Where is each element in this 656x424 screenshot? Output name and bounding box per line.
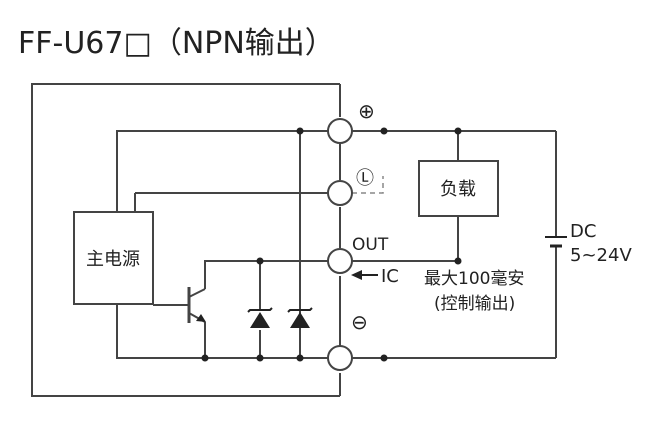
load-label: 负载 [440, 179, 476, 200]
control-output-note: (控制输出) [434, 294, 515, 314]
plus-symbol: ⊕ [358, 99, 375, 123]
dc-supply-symbol [545, 236, 567, 248]
terminal-plus [327, 118, 353, 144]
ic-label: IC [381, 266, 399, 287]
transistor-emitter-arrow [196, 314, 206, 322]
junction-dots [201, 127, 462, 362]
zener-diode-right [287, 307, 313, 328]
l-dashed-link [352, 176, 384, 194]
ic-arrow [351, 270, 362, 280]
load-block [418, 160, 499, 217]
voltage-label: 5~24V [570, 245, 632, 266]
terminal-l [327, 180, 353, 206]
power-supply-block [73, 211, 154, 305]
terminal-out [327, 248, 353, 274]
power-supply-label: 主电源 [86, 249, 140, 270]
out-wire [204, 260, 328, 289]
l-symbol: Ⓛ [356, 168, 374, 189]
max-current-label: 最大100毫安 [424, 269, 524, 289]
terminal-minus [327, 345, 353, 371]
zener-diode-left [247, 307, 273, 328]
negative-wire [116, 304, 328, 359]
positive-wire [116, 130, 328, 212]
page-title: FF-U67□（NPN输出） [18, 26, 335, 61]
out-label: OUT [352, 235, 389, 255]
minus-symbol: ⊖ [351, 310, 368, 334]
dc-label: DC [570, 221, 596, 242]
sensor-housing [31, 83, 340, 397]
